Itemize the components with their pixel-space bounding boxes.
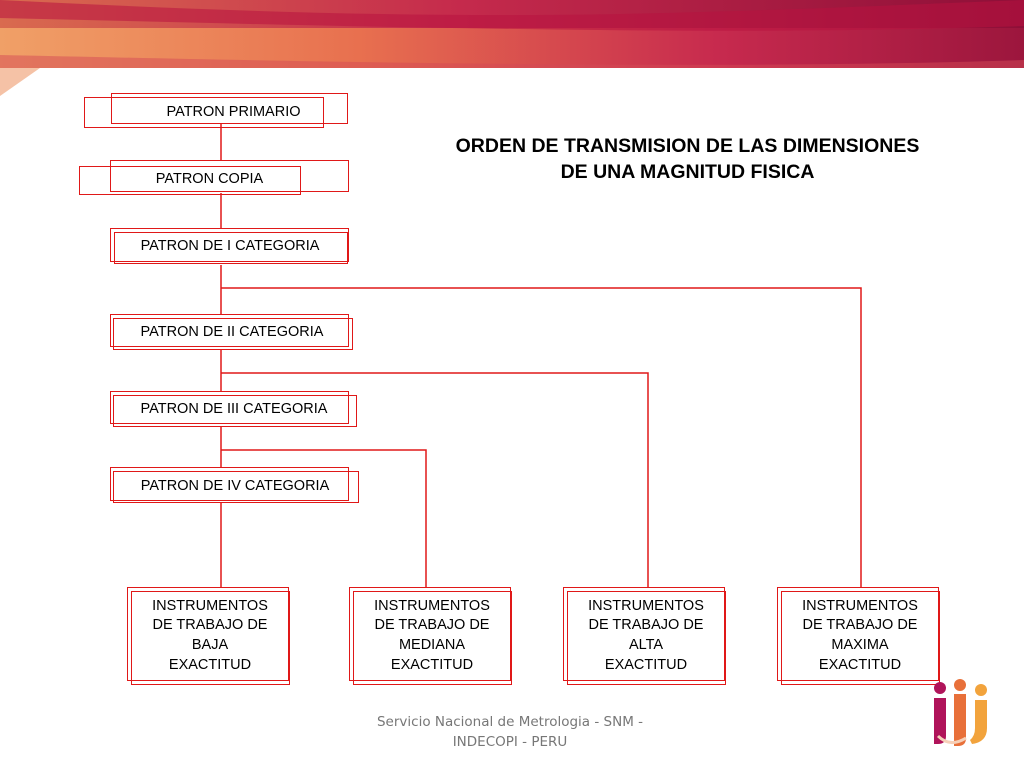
instrument-line: EXACTITUD (604, 656, 688, 673)
patron-cat3-box: PATRON DE III CATEGORIA (112, 393, 356, 427)
instrument-line: MEDIANA (398, 637, 466, 653)
box-frame (353, 591, 512, 685)
patron-cat4-box: PATRON DE IV CATEGORIA (112, 470, 358, 504)
instrument-line: INSTRUMENTOS (588, 597, 704, 614)
patron-copia-label: PATRON COPIA (155, 171, 264, 188)
box-frame (84, 97, 324, 128)
footer-line-1: Servicio Nacional de Metrologia - SNM - (376, 714, 644, 730)
box-frame (349, 587, 511, 681)
instrument-line: EXACTITUD (390, 656, 474, 673)
patron-primario-box: PATRON PRIMARIO (111, 97, 352, 128)
box-frame (113, 471, 359, 503)
box-frame (110, 314, 349, 347)
patron-cat4-label: PATRON DE IV CATEGORIA (140, 478, 330, 495)
title-line-2: DE UNA MAGNITUD FISICA (560, 161, 815, 184)
title-line-1: ORDEN DE TRANSMISION DE LAS DIMENSIONES (455, 135, 920, 157)
patron-primario-label: PATRON PRIMARIO (166, 103, 301, 120)
instrument-line: EXACTITUD (168, 656, 252, 673)
instrument-line: DE TRABAJO DE (588, 617, 704, 634)
instrument-line: DE TRABAJO DE (152, 617, 268, 634)
patron-cat1-label: PATRON DE I CATEGORIA (140, 238, 320, 255)
box-frame (781, 591, 940, 685)
footer-line-2: INDECOPI - PERU (452, 734, 568, 751)
instrument-line: INSTRUMENTOS (374, 597, 490, 614)
connector-cat3-mediana (221, 449, 427, 588)
instrument-line: EXACTITUD (818, 656, 902, 673)
box-frame (79, 166, 301, 195)
box-frame (113, 318, 353, 350)
connector-cat1-maxima (221, 287, 862, 588)
instrument-line: BAJA (191, 637, 229, 653)
instrument-line: ALTA (628, 637, 664, 653)
diagram-title: ORDEN DE TRANSMISION DE LAS DIMENSIONES … (400, 133, 975, 186)
patron-cat2-box: PATRON DE II CATEGORIA (112, 316, 352, 350)
instrumentos-maxima-box: INSTRUMENTOS DE TRABAJO DE MAXIMA EXACTI… (779, 589, 941, 683)
patron-cat3-label: PATRON DE III CATEGORIA (140, 401, 328, 418)
box-frame (110, 228, 349, 262)
header-banner (0, 0, 1024, 96)
instrument-line: MAXIMA (831, 637, 889, 653)
instrument-line: INSTRUMENTOS (802, 597, 918, 614)
box-frame (110, 160, 349, 192)
box-frame (111, 93, 348, 124)
patron-cat2-label: PATRON DE II CATEGORIA (140, 324, 324, 341)
box-frame (114, 232, 348, 264)
box-frame (113, 395, 357, 427)
instrumentos-baja-box: INSTRUMENTOS DE TRABAJO DE BAJA EXACTITU… (129, 589, 291, 683)
connector-cat2-alta (221, 372, 649, 588)
indecopi-logo (934, 679, 987, 746)
box-frame (127, 587, 289, 681)
box-frame (131, 591, 290, 685)
box-frame (563, 587, 725, 681)
instrument-line: INSTRUMENTOS (152, 597, 268, 614)
instrument-line: DE TRABAJO DE (802, 617, 918, 634)
instrumentos-alta-box: INSTRUMENTOS DE TRABAJO DE ALTA EXACTITU… (565, 589, 727, 683)
box-frame (567, 591, 726, 685)
box-frame (110, 467, 349, 501)
instrumentos-mediana-box: INSTRUMENTOS DE TRABAJO DE MEDIANA EXACT… (351, 589, 513, 683)
instrument-line: DE TRABAJO DE (374, 617, 490, 634)
patron-copia-box: PATRON COPIA (90, 164, 329, 196)
box-frame (110, 391, 349, 424)
box-frame (777, 587, 939, 681)
patron-cat1-box: PATRON DE I CATEGORIA (112, 230, 348, 264)
slide-footer: Servicio Nacional de Metrologia - SNM - … (360, 712, 660, 753)
